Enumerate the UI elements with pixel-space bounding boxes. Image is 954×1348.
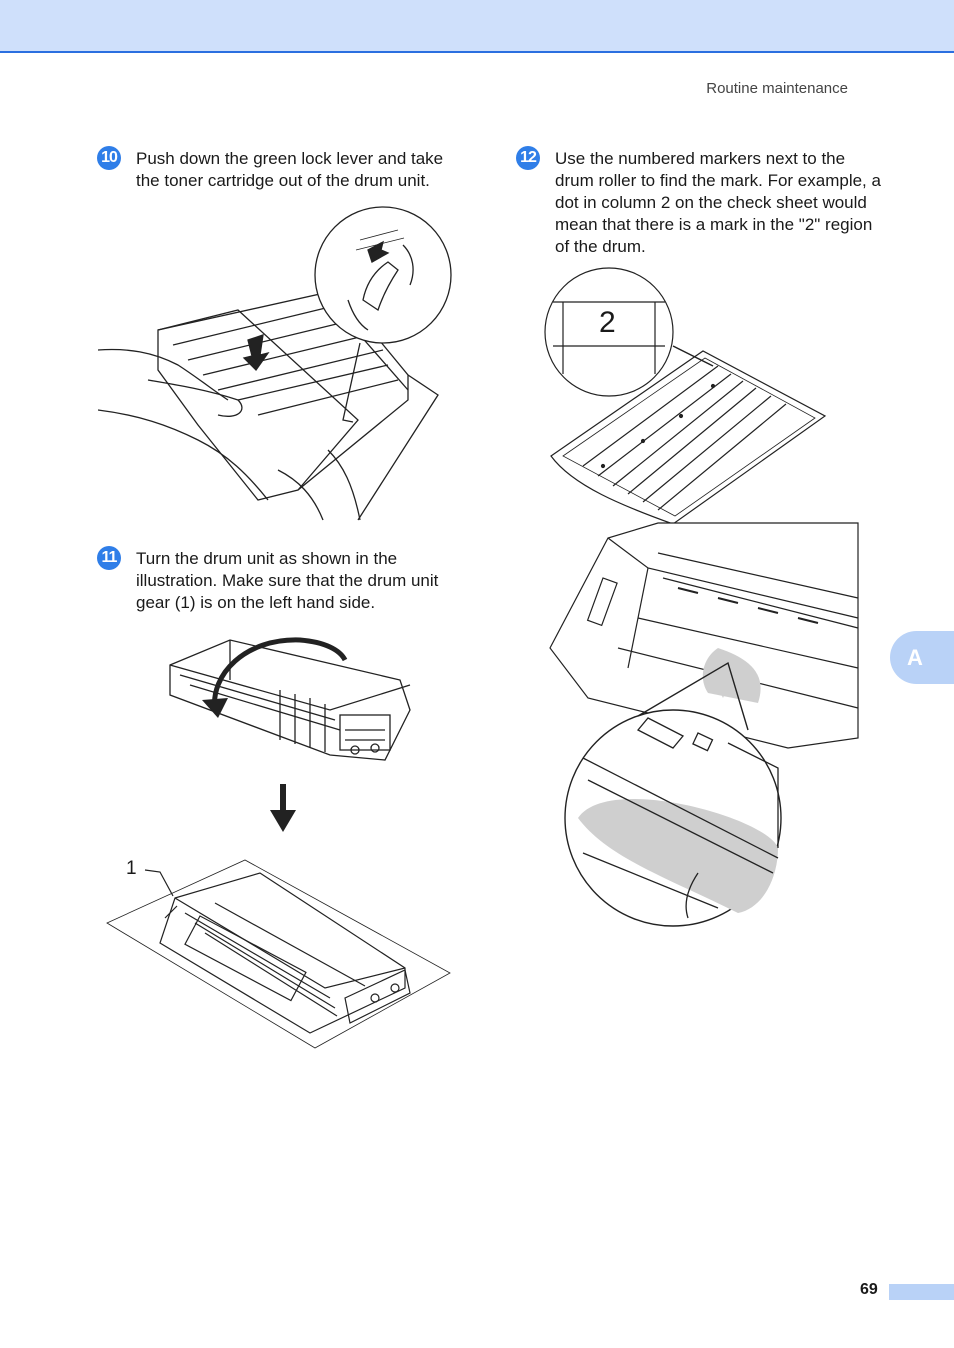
drum-unit-rotation-illustration: [169, 637, 411, 761]
appendix-tab: A: [890, 631, 954, 684]
column-marker-label: 2: [599, 306, 616, 339]
step-text: Use the numbered markers next to the dru…: [555, 149, 881, 256]
page-number: 69: [860, 1281, 878, 1298]
check-sheet-illustration: [544, 267, 827, 525]
step-text: Push down the green lock lever and take …: [136, 149, 444, 190]
appendix-tab-label: A: [907, 644, 923, 670]
step-number-badge: 10: [97, 146, 121, 170]
section-title: Routine maintenance: [706, 80, 848, 97]
step-number-badge: 12: [516, 146, 540, 170]
down-arrow-icon: [270, 784, 296, 832]
drum-roller-illustration: [549, 522, 859, 927]
gear-callout-label: 1: [126, 858, 137, 879]
page-number-bar: [889, 1284, 954, 1300]
toner-removal-illustration: [98, 206, 452, 521]
header-band: [0, 0, 954, 53]
step-number-badge: 11: [97, 546, 121, 570]
rotated-drum-unit-illustration: [106, 859, 451, 1049]
step-text: Turn the drum unit as shown in the illus…: [136, 549, 439, 612]
